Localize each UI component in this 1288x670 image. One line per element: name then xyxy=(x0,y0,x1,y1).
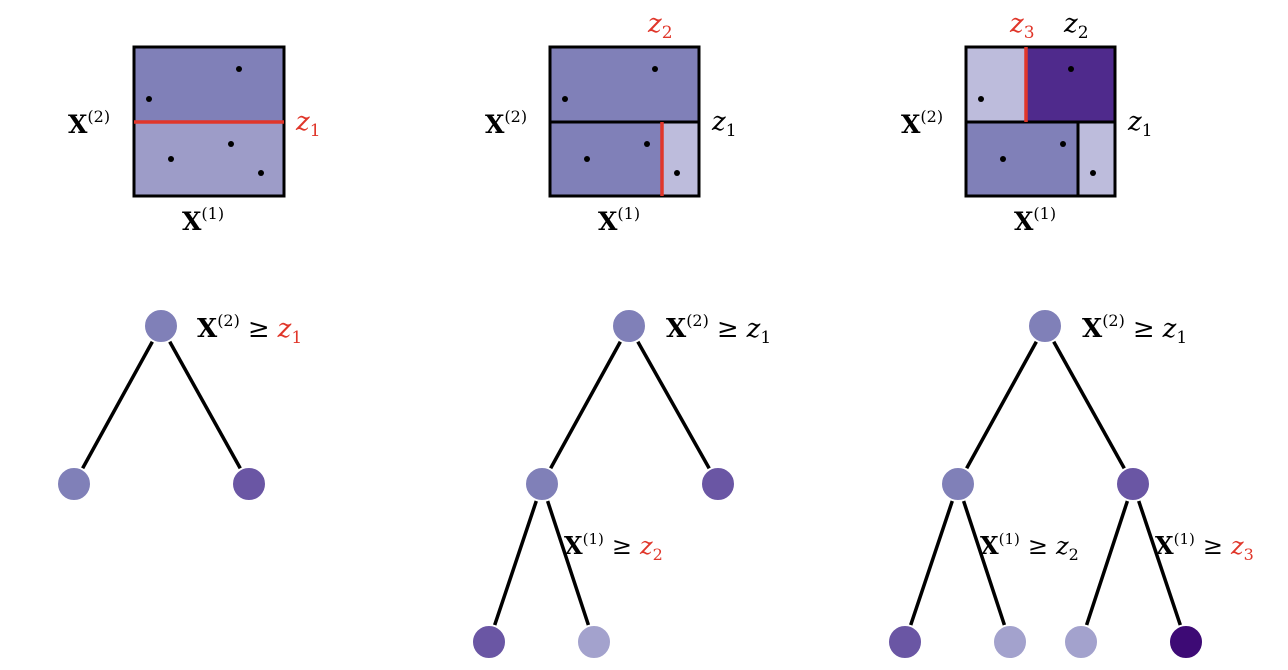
split-label-z1: z1 xyxy=(295,107,321,141)
split-rule-left: X(1)≥z2 xyxy=(980,530,1079,564)
split-label-z3: z3 xyxy=(1009,9,1035,43)
region-top xyxy=(550,47,699,122)
tree-node-leaf xyxy=(1063,624,1099,660)
tree-node-leaf xyxy=(887,624,923,660)
split-rule-internal: X(1)≥z2 xyxy=(564,530,663,564)
tree-edge xyxy=(956,483,1012,643)
data-point xyxy=(258,170,264,176)
split-label-z1: z1 xyxy=(711,107,737,141)
tree-edge xyxy=(1079,483,1135,643)
tree-edge xyxy=(627,325,720,485)
region-top-right xyxy=(1026,47,1115,122)
tree-panel-3: X(2)≥z1 X(1)≥z2 X(1)≥z3 xyxy=(887,308,1254,660)
partition-panel-1: X(2) X(1) z1 xyxy=(68,45,321,236)
axis-label-x2: X(2) xyxy=(901,107,943,139)
tree-edge xyxy=(72,325,163,485)
tree-node-leaf xyxy=(56,466,92,502)
split-label-z2: z2 xyxy=(647,9,673,43)
data-point xyxy=(584,156,590,162)
region-bottom-right xyxy=(662,122,699,196)
tree-node-root xyxy=(1027,308,1063,344)
tree-node-leaf xyxy=(231,466,267,502)
data-point xyxy=(1060,141,1066,147)
tree-panel-2: X(2)≥z1 X(1)≥z2 xyxy=(471,308,771,660)
data-point xyxy=(644,141,650,147)
partition-panel-2: X(2) X(1) z1 z2 xyxy=(485,9,737,236)
tree-edge xyxy=(956,325,1047,485)
axis-label-x2: X(2) xyxy=(68,107,110,139)
tree-edge xyxy=(540,483,596,643)
axis-label-x2: X(2) xyxy=(485,107,527,139)
region-top-left xyxy=(966,47,1026,122)
split-rule-right: X(1)≥z3 xyxy=(1155,530,1254,564)
data-point xyxy=(228,141,234,147)
tree-node-internal xyxy=(1115,466,1151,502)
data-point xyxy=(674,170,680,176)
data-point xyxy=(146,96,152,102)
axis-label-x1: X(1) xyxy=(182,204,224,236)
tree-node-leaf xyxy=(700,466,736,502)
tree-node-internal xyxy=(524,466,560,502)
tree-edge xyxy=(487,483,544,643)
tree-edge xyxy=(159,325,251,485)
partition-panel-3: X(2) X(1) z1 z2 z3 xyxy=(901,9,1153,236)
region-bottom-right xyxy=(1078,122,1115,196)
region-bottom-left xyxy=(550,122,662,196)
data-point xyxy=(1068,66,1074,72)
axis-label-x1: X(1) xyxy=(598,204,640,236)
region-top xyxy=(134,47,284,122)
data-point xyxy=(236,66,242,72)
tree-node-leaf xyxy=(1168,624,1204,660)
tree-node-internal xyxy=(940,466,976,502)
split-rule-root: X(2)≥z1 xyxy=(1082,311,1187,348)
axis-label-x1: X(1) xyxy=(1014,204,1056,236)
tree-node-root xyxy=(143,308,179,344)
split-label-z1: z1 xyxy=(1127,107,1153,141)
tree-edge xyxy=(540,325,631,485)
split-rule-root: X(2)≥z1 xyxy=(197,311,302,348)
tree-node-leaf xyxy=(576,624,612,660)
data-point xyxy=(1000,156,1006,162)
tree-node-root xyxy=(611,308,647,344)
tree-edge xyxy=(1043,325,1135,485)
tree-edge xyxy=(903,483,960,643)
split-rule-root: X(2)≥z1 xyxy=(666,311,771,348)
tree-panel-1: X(2)≥z1 xyxy=(56,308,302,502)
tree-edge xyxy=(1131,483,1188,643)
data-point xyxy=(978,96,984,102)
data-point xyxy=(1090,170,1096,176)
data-point xyxy=(562,96,568,102)
region-bottom xyxy=(134,122,284,196)
tree-node-leaf xyxy=(992,624,1028,660)
data-point xyxy=(652,66,658,72)
region-bottom-left xyxy=(966,122,1078,196)
split-label-z2: z2 xyxy=(1063,9,1089,43)
tree-node-leaf xyxy=(471,624,507,660)
data-point xyxy=(168,156,174,162)
